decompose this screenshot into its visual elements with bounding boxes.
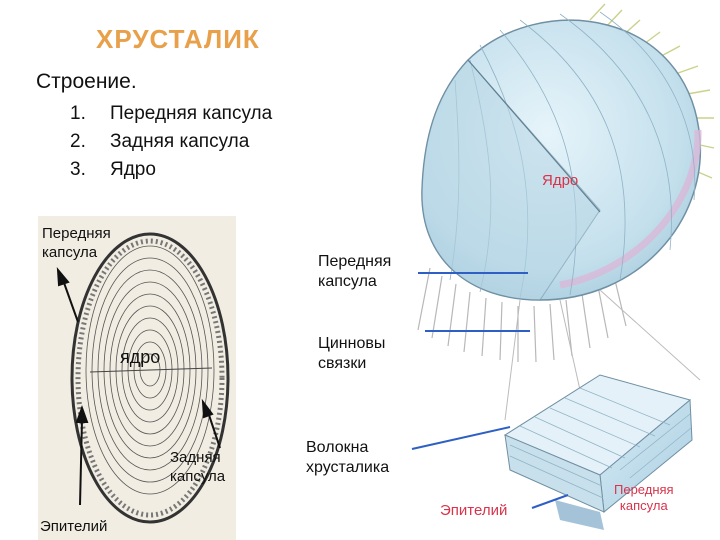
list-item: 3.Ядро [70, 156, 272, 184]
label-lens-nucleus: Ядро [542, 171, 578, 190]
label-lens-epithelium: Эпителий [440, 501, 507, 520]
pointer-lens-fibers [412, 427, 510, 449]
label-anterior-capsule-detail: Передняя капсула [614, 482, 674, 514]
label-section-anterior-capsule: Передняя капсула [42, 224, 111, 262]
slide-title: ХРУСТАЛИК [96, 24, 296, 55]
list-item: 1.Передняя капсула [70, 100, 272, 128]
list-label: Ядро [110, 159, 156, 180]
subtitle: Строение. [36, 70, 137, 94]
lens-3d-illustration [418, 4, 714, 530]
label-zonule: Цинновы связки [318, 334, 385, 374]
label-lens-anterior-capsule: Передняя капсула [318, 252, 391, 292]
list-number: 3. [70, 156, 110, 184]
parts-list: 1.Передняя капсула 2.Задняя капсула 3.Яд… [70, 100, 272, 184]
label-section-nucleus: ядро [120, 347, 160, 367]
list-number: 2. [70, 128, 110, 156]
list-item: 2.Задняя капсула [70, 128, 272, 156]
label-lens-fibers: Волокна хрусталика [306, 438, 389, 478]
label-section-posterior-capsule: Задняя капсула [170, 448, 225, 486]
lens-section-diagram [38, 216, 236, 540]
list-label: Передняя капсула [110, 103, 272, 124]
label-section-epithelium: Эпителий [40, 517, 107, 536]
list-label: Задняя капсула [110, 131, 249, 152]
list-number: 1. [70, 100, 110, 128]
